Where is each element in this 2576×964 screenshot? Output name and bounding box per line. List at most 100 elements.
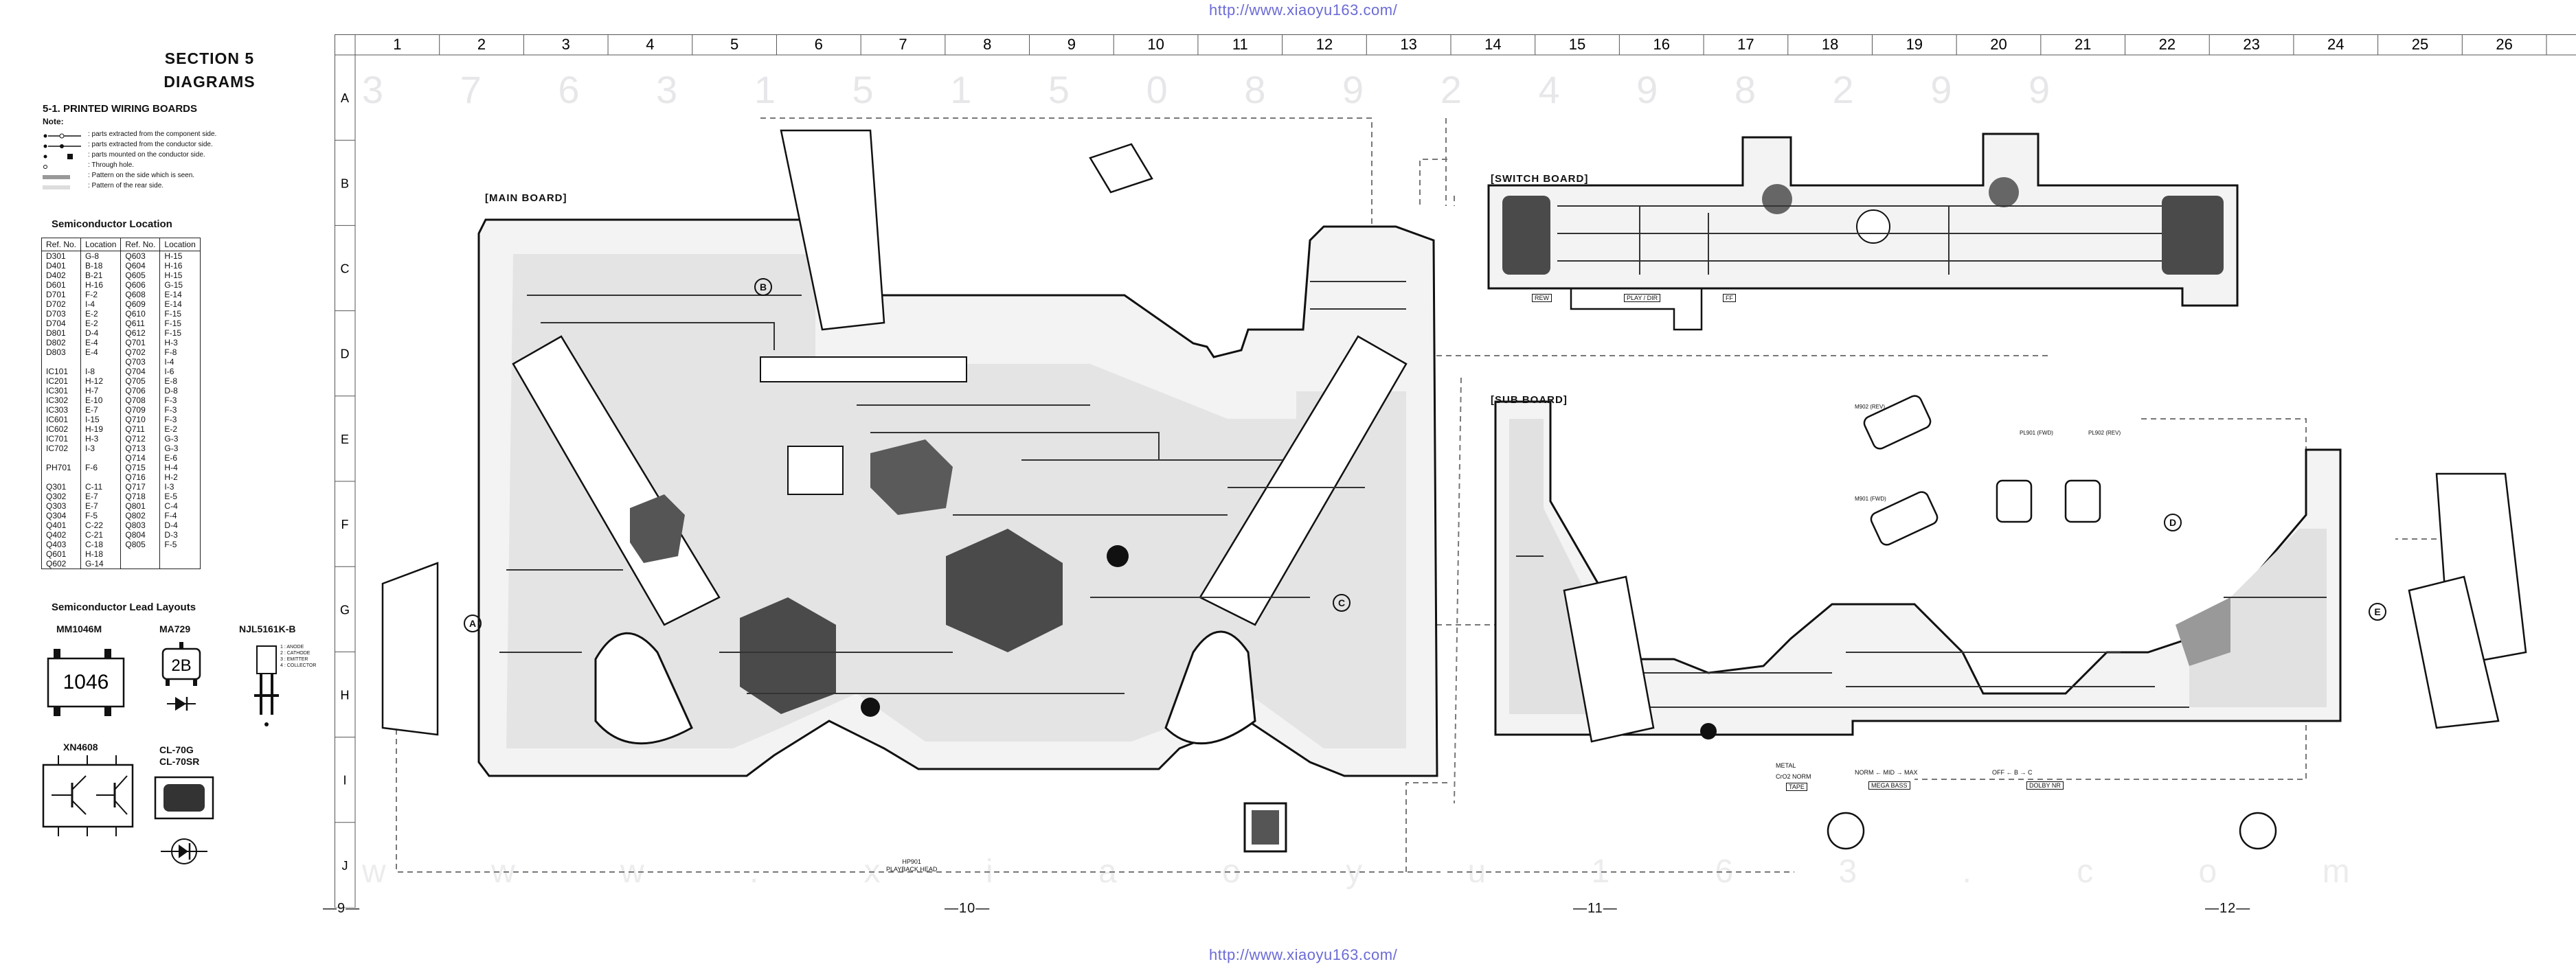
rew-switch-label: REW (1532, 294, 1552, 302)
grid-row-label: J (342, 859, 348, 873)
lead-layouts-title: Semiconductor Lead Layouts (52, 601, 196, 613)
main-board-label: [MAIN BOARD] (485, 192, 567, 204)
dolby-position-label: OFF ← B → C (1992, 769, 2033, 776)
grid-column-label: 19 (1906, 36, 1923, 53)
m901-label: M901 (FWD) (1855, 496, 1886, 502)
section-title: SECTION 5 (164, 49, 255, 67)
part-label: XN4608 (63, 742, 98, 753)
tape-head-icon (1089, 143, 1153, 194)
svg-text:3 7 6 3 1 5 1 5 0 8 9 2 4 9 8: 3 7 6 3 1 5 1 5 0 8 9 2 4 9 8 2 9 9 (362, 68, 2083, 111)
switch-board-label: [SWITCH BOARD] (1491, 173, 1589, 185)
note-label: Note: (43, 117, 64, 126)
njl-pin-legend: 1 : ANODE 2 : CATHODE 3 : EMITTER 4 : CO… (280, 645, 317, 668)
note-row: : parts mounted on the conductor side. (43, 150, 276, 160)
grid-row-label: A (341, 91, 349, 105)
grid-column-label: 26 (2496, 36, 2512, 53)
grid-column-label: 21 (2075, 36, 2091, 53)
page-number: —10— (945, 901, 991, 916)
cl70-led-icon (151, 774, 220, 881)
grid-row-label: E (341, 433, 349, 446)
pattern-rear-icon (43, 183, 84, 190)
note-row: : Pattern of the rear side. (43, 181, 276, 191)
section-subtitle: DIAGRAMS (163, 73, 256, 91)
grid-row-label: F (341, 518, 349, 531)
semiconductor-location-table: Ref. No. Location Ref. No. Location D301… (41, 238, 201, 569)
grid-column-label: 2 (477, 36, 486, 53)
switch-board-outline (1487, 133, 2239, 331)
svg-text:w w w . x i a o y u 1 6 3 .: w w w . x i a o y u 1 6 3 . c o m (361, 853, 2398, 890)
header-url[interactable]: http://www.xiaoyu163.com/ (1209, 1, 1398, 19)
grid-column-label: 8 (983, 36, 991, 53)
m902-label: M902 (REV) (1855, 404, 1886, 410)
pattern-seen-icon (43, 173, 84, 179)
playback-head-label: HP901 PLAYBACK HEAD (886, 858, 938, 873)
connector-e-marker: E (2369, 603, 2386, 621)
ref-column: Q603 Q604 Q605 Q606 Q608 Q609 Q610 Q611 … (120, 251, 161, 569)
footer-url[interactable]: http://www.xiaoyu163.com/ (1209, 946, 1398, 963)
mega-bass-label: MEGA BASS (1868, 781, 1910, 790)
chip-mark: 2B (171, 656, 191, 675)
ref-column: D301 D401 D402 D601 D701 D702 D703 D704 … (41, 251, 82, 569)
note-text: : parts mounted on the conductor side. (88, 151, 205, 159)
connector-a-marker: A (464, 615, 482, 632)
note-row: : Through hole. (43, 160, 276, 170)
part-label: MM1046M (56, 623, 102, 634)
pl901-label: PL901 (FWD) (2020, 430, 2053, 436)
note-row: : Pattern on the side which is seen. (43, 170, 276, 181)
grid-column-label: 4 (646, 36, 654, 53)
grid-column-label: 10 (1147, 36, 1164, 53)
note-text: : Pattern on the side which is seen. (88, 172, 195, 179)
tape-switch-label: TAPE (1786, 783, 1807, 791)
grid-column-label: 24 (2327, 36, 2344, 53)
note-text: : parts extracted from the component sid… (88, 130, 217, 138)
conductor-side-icon (43, 142, 84, 148)
ff-switch-label: FF (1723, 294, 1736, 302)
note-text: : Pattern of the rear side. (88, 182, 164, 190)
grid-column-label: 23 (2243, 36, 2259, 53)
page-number: —12— (2205, 901, 2251, 916)
grid-column-label: 12 (1316, 36, 1333, 53)
grid-column-label: 1 (393, 36, 401, 53)
grid-column-label: 22 (2159, 36, 2176, 53)
grid-row-label: I (343, 774, 346, 788)
grid-column-label: 25 (2412, 36, 2428, 53)
play-dir-switch-label: PLAY / DIR (1624, 294, 1661, 302)
metal-label: METAL (1776, 762, 1796, 769)
connector-flaps (381, 129, 2527, 743)
grid-column-label: 6 (815, 36, 823, 53)
grid-row-label: G (340, 603, 350, 617)
through-hole-icon (43, 163, 84, 169)
grid-column-label: 20 (1990, 36, 2007, 53)
grid-column-label: 13 (1400, 36, 1416, 53)
connector-c-marker: C (1333, 594, 1351, 612)
mm1046m-chip-icon: 1046 (41, 642, 137, 735)
connector-d-marker: D (2164, 514, 2182, 531)
grid-row-label: B (341, 176, 349, 190)
bass-level-label: NORM ← MID → MAX (1855, 769, 1918, 776)
grid-column-label: 5 (730, 36, 738, 53)
col-header: Location (159, 238, 201, 251)
sub-board-label: [SUB BOARD] (1491, 394, 1568, 406)
tape-type-label: CrO2 NORM (1776, 773, 1811, 780)
grid-column-label: 11 (1232, 36, 1248, 53)
grid-column-label: 18 (1822, 36, 1838, 53)
grid-row-label: H (341, 689, 350, 702)
location-column: G-8 B-18 B-21 H-16 F-2 I-4 E-2 E-2 D-4 E… (80, 251, 122, 569)
grid-column-label: 16 (1653, 36, 1669, 53)
page-number: —11— (1573, 901, 1618, 916)
motor-assembly-icon (1827, 395, 2277, 850)
grid-column-label: 9 (1067, 36, 1076, 53)
chip-mark: 1046 (63, 671, 109, 693)
part-label: MA729 (159, 623, 191, 634)
grid-column-label: 14 (1484, 36, 1501, 53)
part-label: NJL5161K-B (239, 623, 296, 634)
dolby-nr-label: DOLBY NR (2026, 781, 2064, 790)
grid-column-label: 3 (562, 36, 570, 53)
main-board-outline (477, 218, 1438, 777)
col-header: Ref. No. (120, 238, 161, 251)
ma729-diode-icon: 2B (155, 642, 210, 735)
pwb-subtitle: 5-1. PRINTED WIRING BOARDS (43, 103, 198, 115)
note-row: : parts extracted from the conductor sid… (43, 139, 276, 150)
